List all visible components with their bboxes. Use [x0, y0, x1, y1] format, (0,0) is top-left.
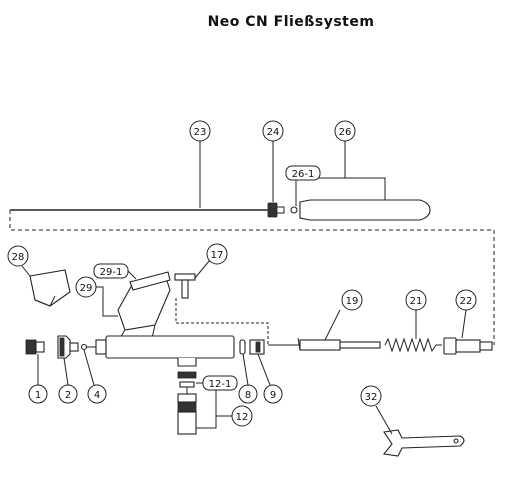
svg-text:19: 19: [346, 296, 359, 307]
badge-12-1: 12-1: [202, 375, 238, 391]
svg-text:23: 23: [194, 127, 207, 138]
needle-chucking-guide: [297, 337, 381, 351]
leader-28: [21, 265, 31, 277]
callout-22: 22: [455, 289, 477, 311]
svg-text:26-1: 26-1: [292, 169, 315, 180]
airbrush-body: [95, 335, 235, 367]
leader-32: [375, 405, 393, 435]
callout-1: 1: [28, 384, 48, 404]
diagram-title: Neo CN Fließsystem: [207, 14, 375, 30]
leader-2: [63, 357, 69, 386]
callout-26: 26: [334, 120, 356, 142]
callout-23: 23: [189, 120, 211, 142]
svg-text:2: 2: [65, 390, 71, 401]
svg-text:26: 26: [339, 127, 352, 138]
callout-2: 2: [58, 384, 78, 404]
callout-17: 17: [206, 243, 228, 265]
svg-text:28: 28: [12, 252, 25, 263]
leader-4: [83, 349, 95, 386]
leader-26: [344, 140, 386, 200]
leader-12: [196, 416, 217, 429]
color-cup: [117, 271, 171, 339]
leader-8: [242, 353, 249, 386]
guide-9: [249, 339, 265, 355]
svg-text:32: 32: [365, 392, 378, 403]
nozzle-head: [57, 335, 79, 359]
leader-17: [194, 259, 211, 279]
callout-9: 9: [263, 384, 283, 404]
leader-22: [461, 309, 467, 339]
svg-text:12-1: 12-1: [209, 379, 232, 390]
svg-text:1: 1: [35, 390, 41, 401]
svg-text:17: 17: [211, 250, 224, 261]
leader-29: [96, 286, 118, 317]
svg-text:8: 8: [245, 390, 251, 401]
callout-24: 24: [262, 120, 284, 142]
cup-cover: [29, 269, 71, 307]
air-valve: [177, 371, 197, 435]
seal-8: [239, 339, 246, 355]
nozzle-cap: [25, 339, 45, 355]
svg-text:29-1: 29-1: [100, 267, 123, 278]
svg-text:12: 12: [236, 412, 249, 423]
svg-text:24: 24: [267, 127, 280, 138]
svg-text:22: 22: [460, 296, 473, 307]
callout-19: 19: [341, 289, 363, 311]
badge-29-1: 29-1: [93, 263, 129, 279]
svg-text:29: 29: [80, 283, 93, 294]
spring-guide: [443, 337, 493, 355]
leader-29-1: [127, 270, 137, 280]
leader-19: [324, 309, 341, 341]
callout-4: 4: [87, 384, 107, 404]
callout-21: 21: [405, 289, 427, 311]
svg-text:4: 4: [94, 390, 100, 401]
trigger: [174, 273, 196, 299]
svg-text:9: 9: [270, 390, 276, 401]
callout-32: 32: [360, 385, 382, 407]
callout-29: 29: [75, 276, 97, 298]
assembly-boundary-line: [9, 210, 495, 345]
nozzle: [80, 343, 96, 351]
svg-text:21: 21: [410, 296, 423, 307]
spring: [384, 337, 442, 353]
handle: [299, 199, 431, 221]
wrench: [382, 429, 465, 457]
callout-28: 28: [7, 245, 29, 267]
callout-8: 8: [238, 384, 258, 404]
badge-26-1: 26-1: [285, 165, 321, 181]
o-ring-26-1: [290, 206, 298, 214]
callout-12: 12: [231, 405, 253, 427]
leader-9: [257, 353, 271, 386]
needle-chuck-nut: [267, 202, 285, 218]
